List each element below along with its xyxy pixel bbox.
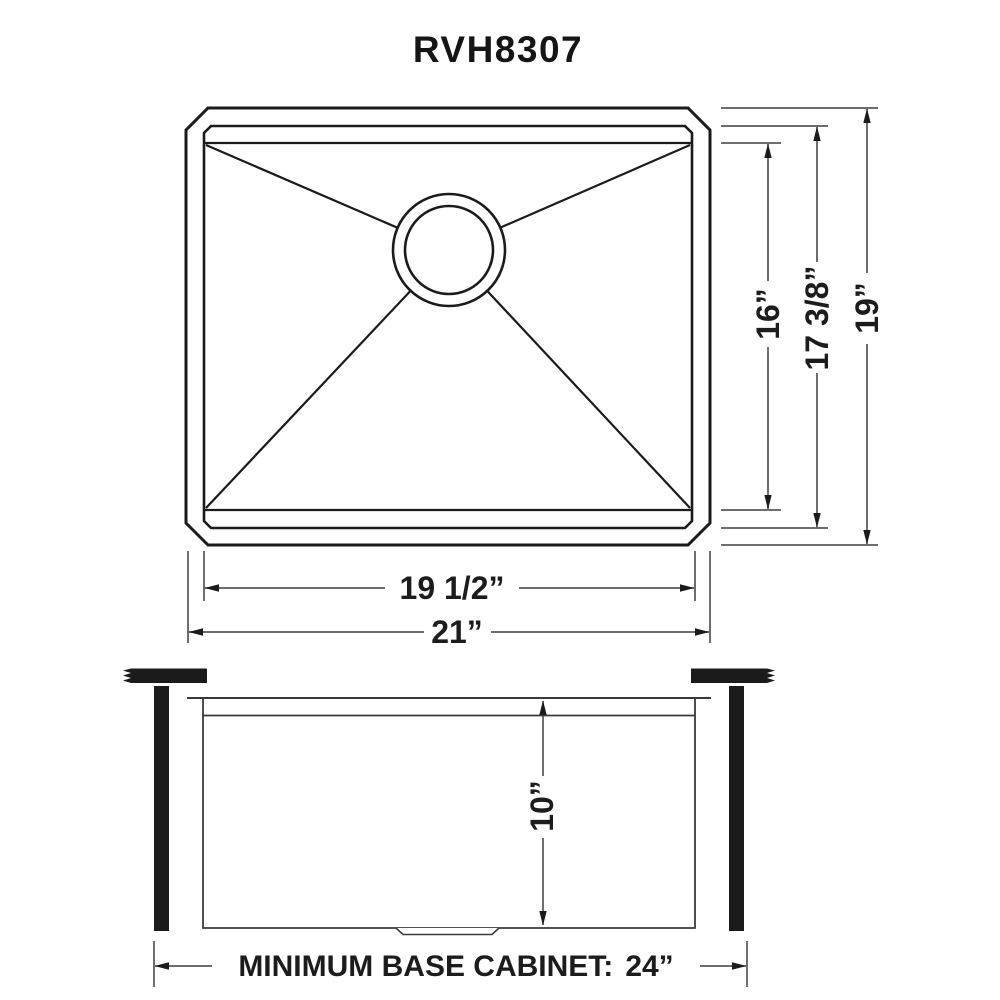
cabinet-dimension-label: MINIMUM BASE CABINET: 24” xyxy=(238,950,673,983)
dim-19half-label: 19 1/2” xyxy=(400,570,505,606)
crease-bottom-right xyxy=(448,249,691,509)
bowl-outline-side xyxy=(202,698,696,929)
dim-21-label: 21” xyxy=(431,614,483,650)
drain-outer-circle xyxy=(391,192,507,308)
dim-19-label: 19” xyxy=(849,282,885,334)
countertop-right xyxy=(691,668,775,683)
top-view-horizontal-dimensions xyxy=(187,551,711,643)
crease-bottom-left xyxy=(205,249,450,509)
drain-stub xyxy=(395,927,500,936)
extension-lines-right xyxy=(721,107,878,546)
dim-10-label: 10” xyxy=(524,780,560,832)
drain-inner-circle xyxy=(403,204,495,296)
base-cabinet-dimension xyxy=(153,941,748,987)
sink-inner-rim xyxy=(202,124,694,530)
dim-16-label: 16” xyxy=(750,288,786,340)
cabinet-value-text: 24” xyxy=(625,950,673,983)
cabinet-label-text: MINIMUM BASE CABINET: xyxy=(238,950,613,983)
countertop-left xyxy=(123,668,207,683)
side-view: 10” xyxy=(123,668,775,936)
top-view-vertical-dimensions xyxy=(721,107,878,546)
extension-lines-bottom xyxy=(187,551,711,643)
sink-outer-edge xyxy=(184,106,712,547)
cabinet-wall-right xyxy=(729,686,744,931)
cabinet-wall-left xyxy=(154,686,169,931)
model-number-title: RVH8307 xyxy=(413,29,583,70)
top-view xyxy=(184,106,712,547)
dim-17-label: 17 3/8” xyxy=(799,266,835,371)
